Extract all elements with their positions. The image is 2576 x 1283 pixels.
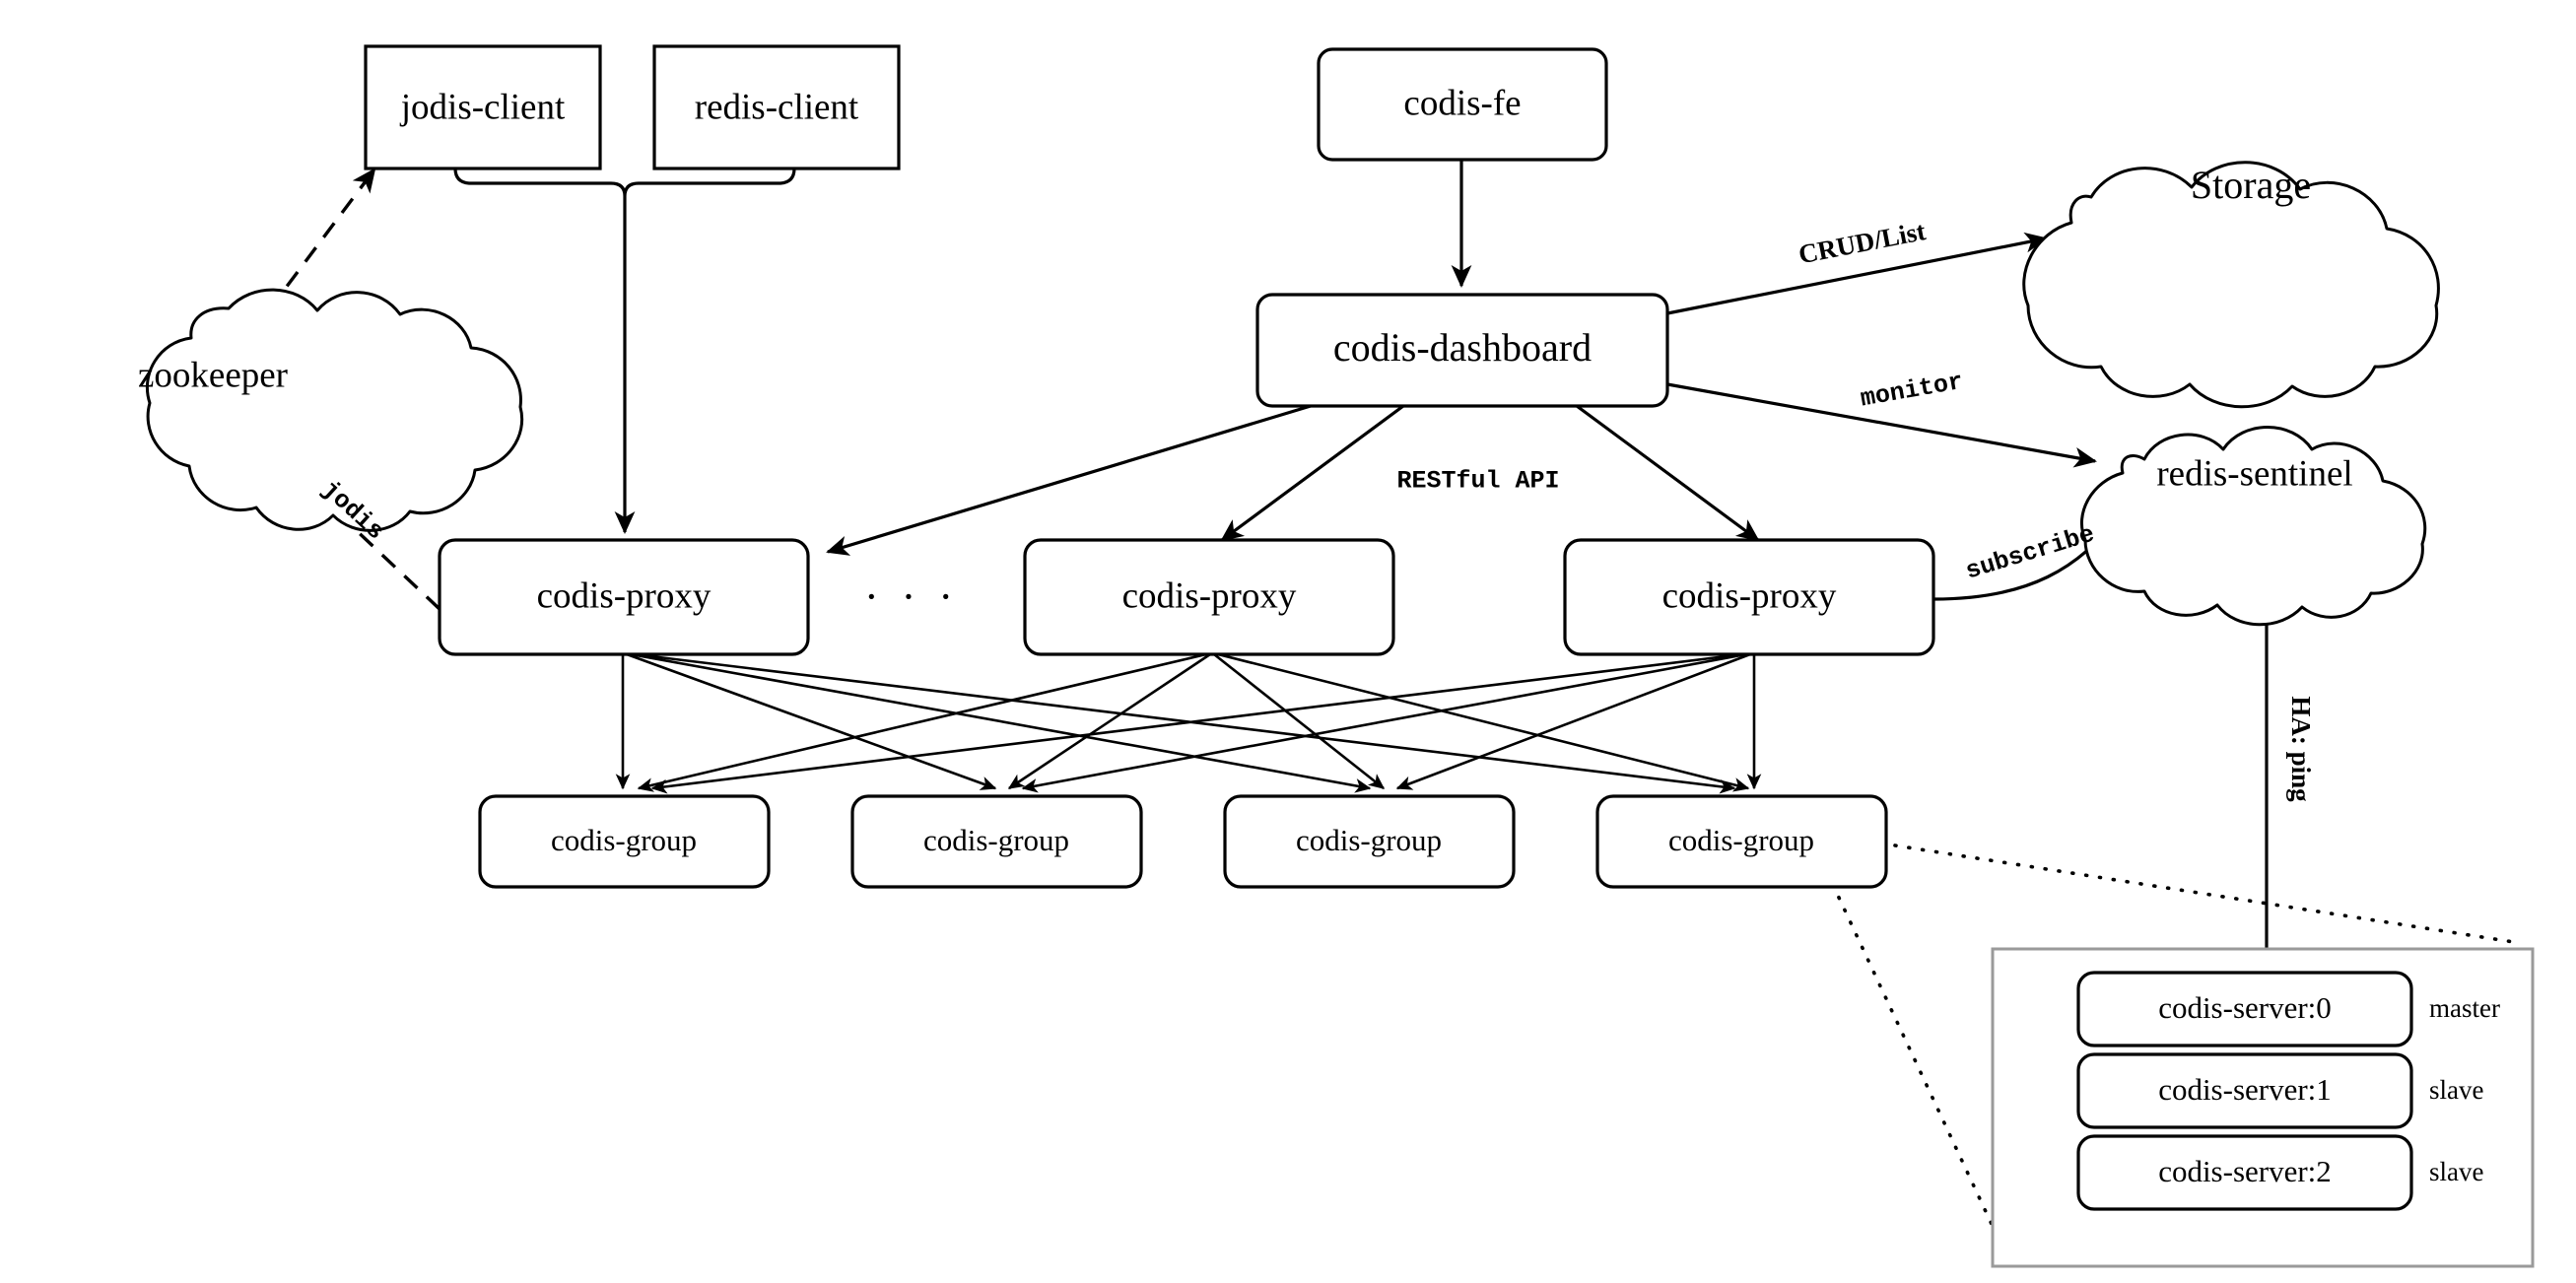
codis-group-2-label: codis-group xyxy=(923,823,1069,857)
redis-sentinel-label: redis-sentinel xyxy=(2156,453,2352,494)
edges-proxy-3-to-groups xyxy=(650,652,1762,794)
codis-server-0-role: master xyxy=(2429,993,2500,1023)
node-redis-client[interactable]: redis-client xyxy=(652,44,901,170)
edge-label-ha-ping: HA: ping xyxy=(2286,696,2316,802)
codis-server-0-label: codis-server:0 xyxy=(2158,990,2332,1025)
edge-label-crud-list: CRUD/List xyxy=(1796,216,1929,269)
node-codis-server-0[interactable]: codis-server:0 master xyxy=(2076,971,2500,1047)
codis-fe-label: codis-fe xyxy=(1403,83,1521,123)
node-codis-proxy-2[interactable]: codis-proxy xyxy=(1023,538,1395,656)
node-zookeeper[interactable]: zookeeper xyxy=(138,288,524,532)
node-storage[interactable]: Storage xyxy=(2022,161,2440,409)
node-redis-sentinel[interactable]: redis-sentinel xyxy=(2079,426,2427,627)
codis-proxy-1-label: codis-proxy xyxy=(537,575,712,616)
proxy-ellipsis: · · · xyxy=(864,573,959,621)
zookeeper-label: zookeeper xyxy=(138,355,288,395)
codis-server-1-role: slave xyxy=(2429,1075,2483,1105)
node-codis-server-2[interactable]: codis-server:2 slave xyxy=(2076,1134,2483,1211)
storage-label: Storage xyxy=(2191,163,2311,207)
node-codis-dashboard[interactable]: codis-dashboard xyxy=(1255,293,1669,408)
node-codis-proxy-3[interactable]: codis-proxy xyxy=(1563,538,1935,656)
codis-proxy-2-label: codis-proxy xyxy=(1122,575,1297,616)
redis-client-label: redis-client xyxy=(695,87,859,127)
node-codis-group-4[interactable]: codis-group xyxy=(1595,794,1888,889)
codis-group-1-label: codis-group xyxy=(551,823,697,857)
edges-proxy-2-to-groups xyxy=(637,652,1750,792)
node-codis-group-1[interactable]: codis-group xyxy=(478,794,771,889)
codis-server-2-label: codis-server:2 xyxy=(2158,1154,2332,1188)
node-codis-fe[interactable]: codis-fe xyxy=(1317,47,1608,162)
edge-dashboard-to-proxy-2 xyxy=(1220,404,1404,542)
edge-label-subscribe: subscribe xyxy=(1962,519,2098,585)
codis-server-2-role: slave xyxy=(2429,1157,2483,1186)
codis-group-3-label: codis-group xyxy=(1296,823,1442,857)
jodis-client-label: jodis-client xyxy=(399,87,566,127)
codis-server-1-label: codis-server:1 xyxy=(2158,1072,2332,1107)
edge-label-monitor: monitor xyxy=(1859,368,1965,414)
edges-proxy-1-to-groups xyxy=(615,652,1736,794)
edge-clients-to-proxy xyxy=(453,168,796,534)
edge-dashboard-to-proxy-1 xyxy=(826,404,1312,556)
node-codis-server-1[interactable]: codis-server:1 slave xyxy=(2076,1052,2483,1129)
edge-dashboard-to-storage xyxy=(1666,232,2048,315)
edge-label-restful-api: RESTful API xyxy=(1396,467,1559,496)
node-codis-group-3[interactable]: codis-group xyxy=(1223,794,1516,889)
edge-dashboard-to-proxy-3 xyxy=(1576,404,1760,542)
codis-dashboard-label: codis-dashboard xyxy=(1333,325,1592,370)
edge-dashboard-to-sentinel xyxy=(1666,382,2097,468)
edge-group-to-server-container xyxy=(1831,844,2516,1268)
node-jodis-client[interactable]: jodis-client xyxy=(364,44,602,170)
codis-group-4-label: codis-group xyxy=(1668,823,1814,857)
node-codis-proxy-1[interactable]: codis-proxy xyxy=(438,538,810,656)
node-codis-group-2[interactable]: codis-group xyxy=(850,794,1143,889)
codis-proxy-3-label: codis-proxy xyxy=(1662,575,1837,616)
